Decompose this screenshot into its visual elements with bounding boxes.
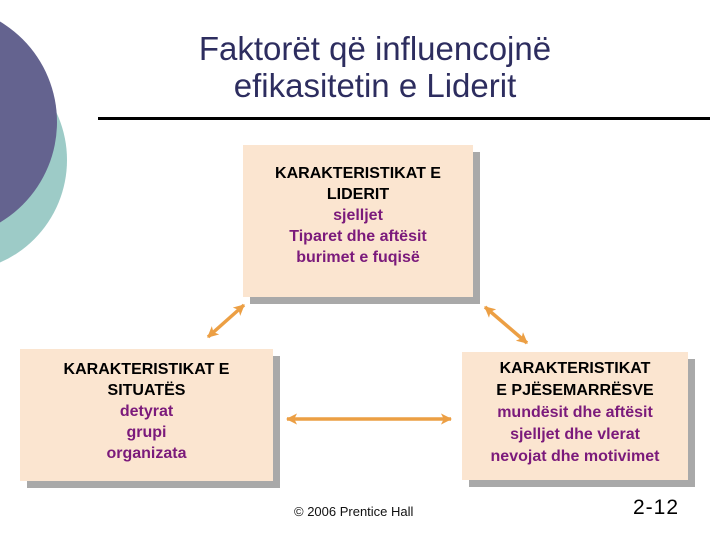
box-heading-line: KARAKTERISTIKAT E	[63, 361, 230, 378]
box-item: sjelljet dhe vlerat	[510, 426, 640, 443]
box-item: detyrat	[119, 403, 174, 420]
box-item: burimet e fuqisë	[296, 249, 420, 266]
participants-characteristics-box: KARAKTERISTIKAT E PJËSEMARRËSVE mundësit…	[462, 352, 688, 480]
leader-characteristics-box: KARAKTERISTIKAT E LIDERIT sjelljet Tipar…	[243, 145, 473, 297]
page-title: Faktorët që influencojnë efikasitetin e …	[40, 30, 710, 104]
arrow-leader-situation	[206, 303, 246, 339]
box-item: mundësit dhe aftësit	[497, 404, 653, 421]
situation-characteristics-box: KARAKTERISTIKAT E SITUATËS detyrat grupi…	[20, 349, 273, 481]
box-item: grupi	[126, 424, 167, 441]
box-item: Tiparet dhe aftësit	[289, 228, 427, 245]
slide-page-number: 2-12	[633, 496, 680, 519]
page-title-line-2: efikasitetin e Liderit	[233, 67, 517, 104]
box-heading-line: LIDERIT	[326, 186, 390, 203]
box-heading-line: SITUATËS	[107, 382, 186, 399]
title-underline	[98, 117, 710, 120]
box-item: nevojat dhe motivimet	[490, 448, 660, 465]
arrow-leader-participants	[483, 305, 529, 345]
box-item: organizata	[106, 445, 187, 462]
page-title-line-1: Faktorët që influencojnë	[198, 30, 552, 67]
copyright-text: © 2006 Prentice Hall	[294, 504, 414, 519]
box-item: sjelljet	[333, 207, 383, 224]
box-heading-line: E PJËSEMARRËSVE	[496, 382, 654, 399]
box-heading-line: KARAKTERISTIKAT E	[275, 165, 441, 182]
box-heading-line: KARAKTERISTIKAT	[499, 360, 651, 377]
